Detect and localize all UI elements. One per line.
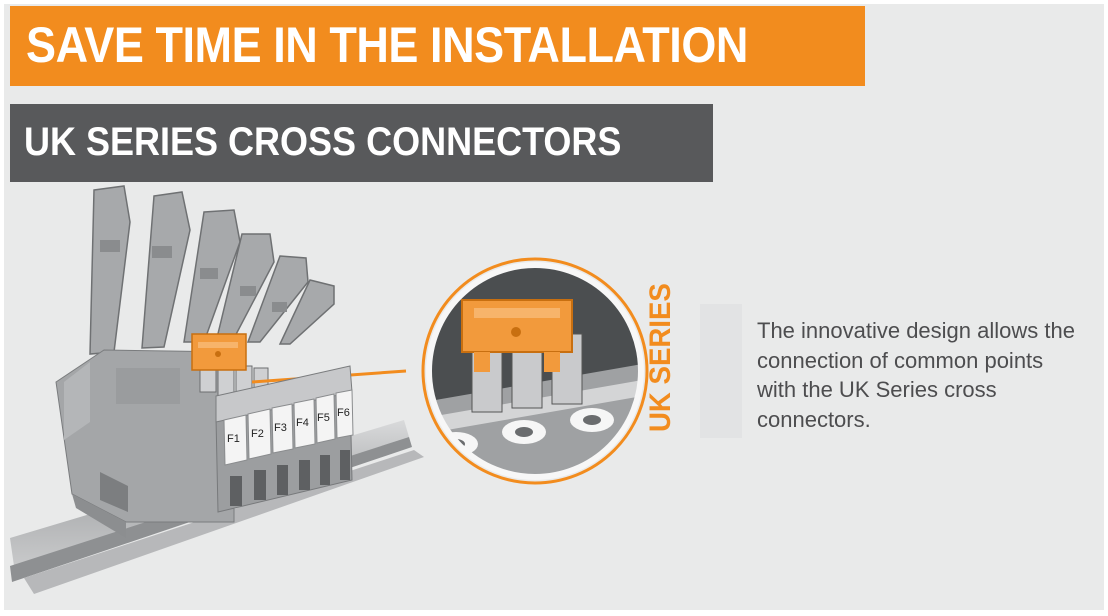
terminal-label-6: F6 [337,407,350,419]
terminal-front [215,365,354,513]
uk-series-label: UK SERIES [636,283,696,440]
terminal-block-illustration: F1 F2 F3 F4 F5 F6 [10,185,649,594]
main-title: SAVE TIME IN THE INSTALLATION [26,17,748,73]
page: SAVE TIME IN THE INSTALLATION UK SERIES … [4,4,1104,610]
terminal-label-2: F2 [251,428,264,440]
main-title-banner: SAVE TIME IN THE INSTALLATION [10,6,865,86]
zoom-detail [421,257,649,485]
description-panel [700,304,742,438]
terminal-housing [55,349,235,538]
terminal-label-3: F3 [274,422,287,434]
subtitle-banner: UK SERIES CROSS CONNECTORS [10,104,713,182]
description-text: The innovative design allows the connect… [757,318,1075,432]
terminal-label-1: F1 [227,433,240,445]
cross-connector [191,333,247,371]
terminal-label-5: F5 [317,412,330,424]
uk-series-text: UK SERIES [644,283,677,432]
terminal-label-4: F4 [296,417,309,429]
subtitle: UK SERIES CROSS CONNECTORS [24,120,622,164]
